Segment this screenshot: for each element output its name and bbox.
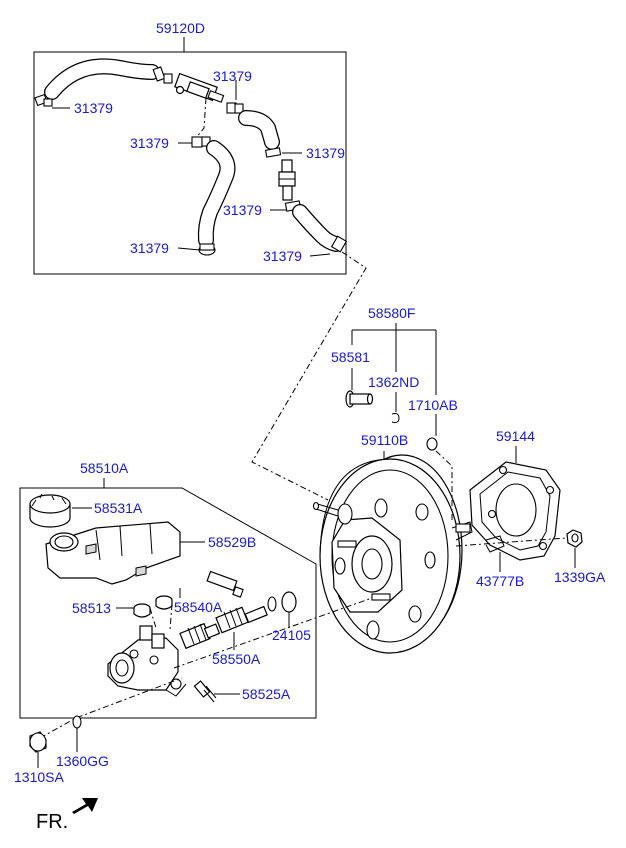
front-indicator: FR.	[36, 798, 98, 833]
seal-ring	[281, 591, 297, 613]
front-arrow-icon	[72, 798, 98, 814]
mounting-bracket	[485, 535, 505, 553]
bracket-group: 43777B	[476, 535, 524, 589]
inline-check-valve	[278, 159, 296, 201]
master-cylinder-group: 58510A 58531A 58529B	[19, 460, 373, 719]
grommet-label[interactable]: 58513	[72, 600, 111, 616]
washer-bottom-label[interactable]: 1360GG	[56, 753, 109, 769]
sensor-label[interactable]: 58540A	[174, 599, 223, 615]
reservoir-cap-label[interactable]: 58531A	[94, 500, 143, 516]
master-cylinder-body	[107, 625, 187, 697]
nut-bottom-label[interactable]: 1310SA	[14, 769, 64, 785]
grommets	[133, 595, 173, 618]
mounting-bolt	[193, 680, 217, 703]
clamp-label-7[interactable]: 31379	[130, 240, 169, 256]
reservoir-label[interactable]: 58529B	[208, 534, 256, 550]
bottom-hardware: 1310SA 1360GG	[14, 677, 183, 785]
piston-kit	[179, 596, 277, 650]
booster-kit-group: 58580F 58581 1362ND 1710AB	[331, 305, 458, 451]
booster-kit-label[interactable]: 58580F	[368, 305, 415, 321]
gasket-group: 59144	[469, 428, 561, 561]
booster-label[interactable]: 59110B	[361, 432, 408, 448]
clevis-pin	[345, 390, 374, 408]
fluid-sensor	[206, 570, 244, 598]
o-ring-label[interactable]: 1710AB	[408, 397, 458, 413]
bracket-label[interactable]: 43777B	[476, 573, 524, 589]
clamp-label-1[interactable]: 31379	[74, 100, 113, 116]
clamp-label-3[interactable]: 31379	[306, 145, 345, 161]
repair-kit-label[interactable]: 58550A	[212, 651, 261, 667]
clip-label[interactable]: 1362ND	[368, 374, 419, 390]
clamp-label-4[interactable]: 31379	[223, 202, 262, 218]
vacuum-hose-group: 59120D 31379 31379 31379	[33, 20, 348, 275]
nut-group: 1339GA	[554, 529, 606, 585]
pin-label[interactable]: 58581	[331, 349, 370, 365]
nut-label[interactable]: 1339GA	[554, 569, 606, 585]
fluid-reservoir	[45, 521, 181, 585]
brake-booster: 59110B	[312, 432, 473, 654]
master-cylinder-label[interactable]: 58510A	[80, 460, 129, 476]
o-ring	[426, 437, 438, 451]
front-label: FR.	[36, 811, 68, 833]
bolt-label[interactable]: 58525A	[242, 686, 291, 702]
washer	[72, 715, 82, 729]
clamp-label-6[interactable]: 31379	[130, 135, 169, 151]
gasket-label[interactable]: 59144	[496, 428, 535, 444]
rear-leader	[435, 450, 567, 547]
hose-assy-frame	[33, 51, 347, 275]
clamp-label-2[interactable]: 31379	[213, 68, 252, 84]
clamp-label-5[interactable]: 31379	[263, 248, 302, 264]
master-cylinder-frame	[19, 487, 317, 719]
vacuum-nipple	[312, 501, 353, 525]
retaining-clip	[391, 413, 400, 423]
reservoir-cap	[29, 493, 71, 528]
hose-to-booster-leader	[251, 251, 367, 501]
hose-assy-label[interactable]: 59120D	[156, 20, 205, 36]
check-valve	[174, 72, 225, 103]
seal-label[interactable]: 24105	[272, 627, 311, 643]
